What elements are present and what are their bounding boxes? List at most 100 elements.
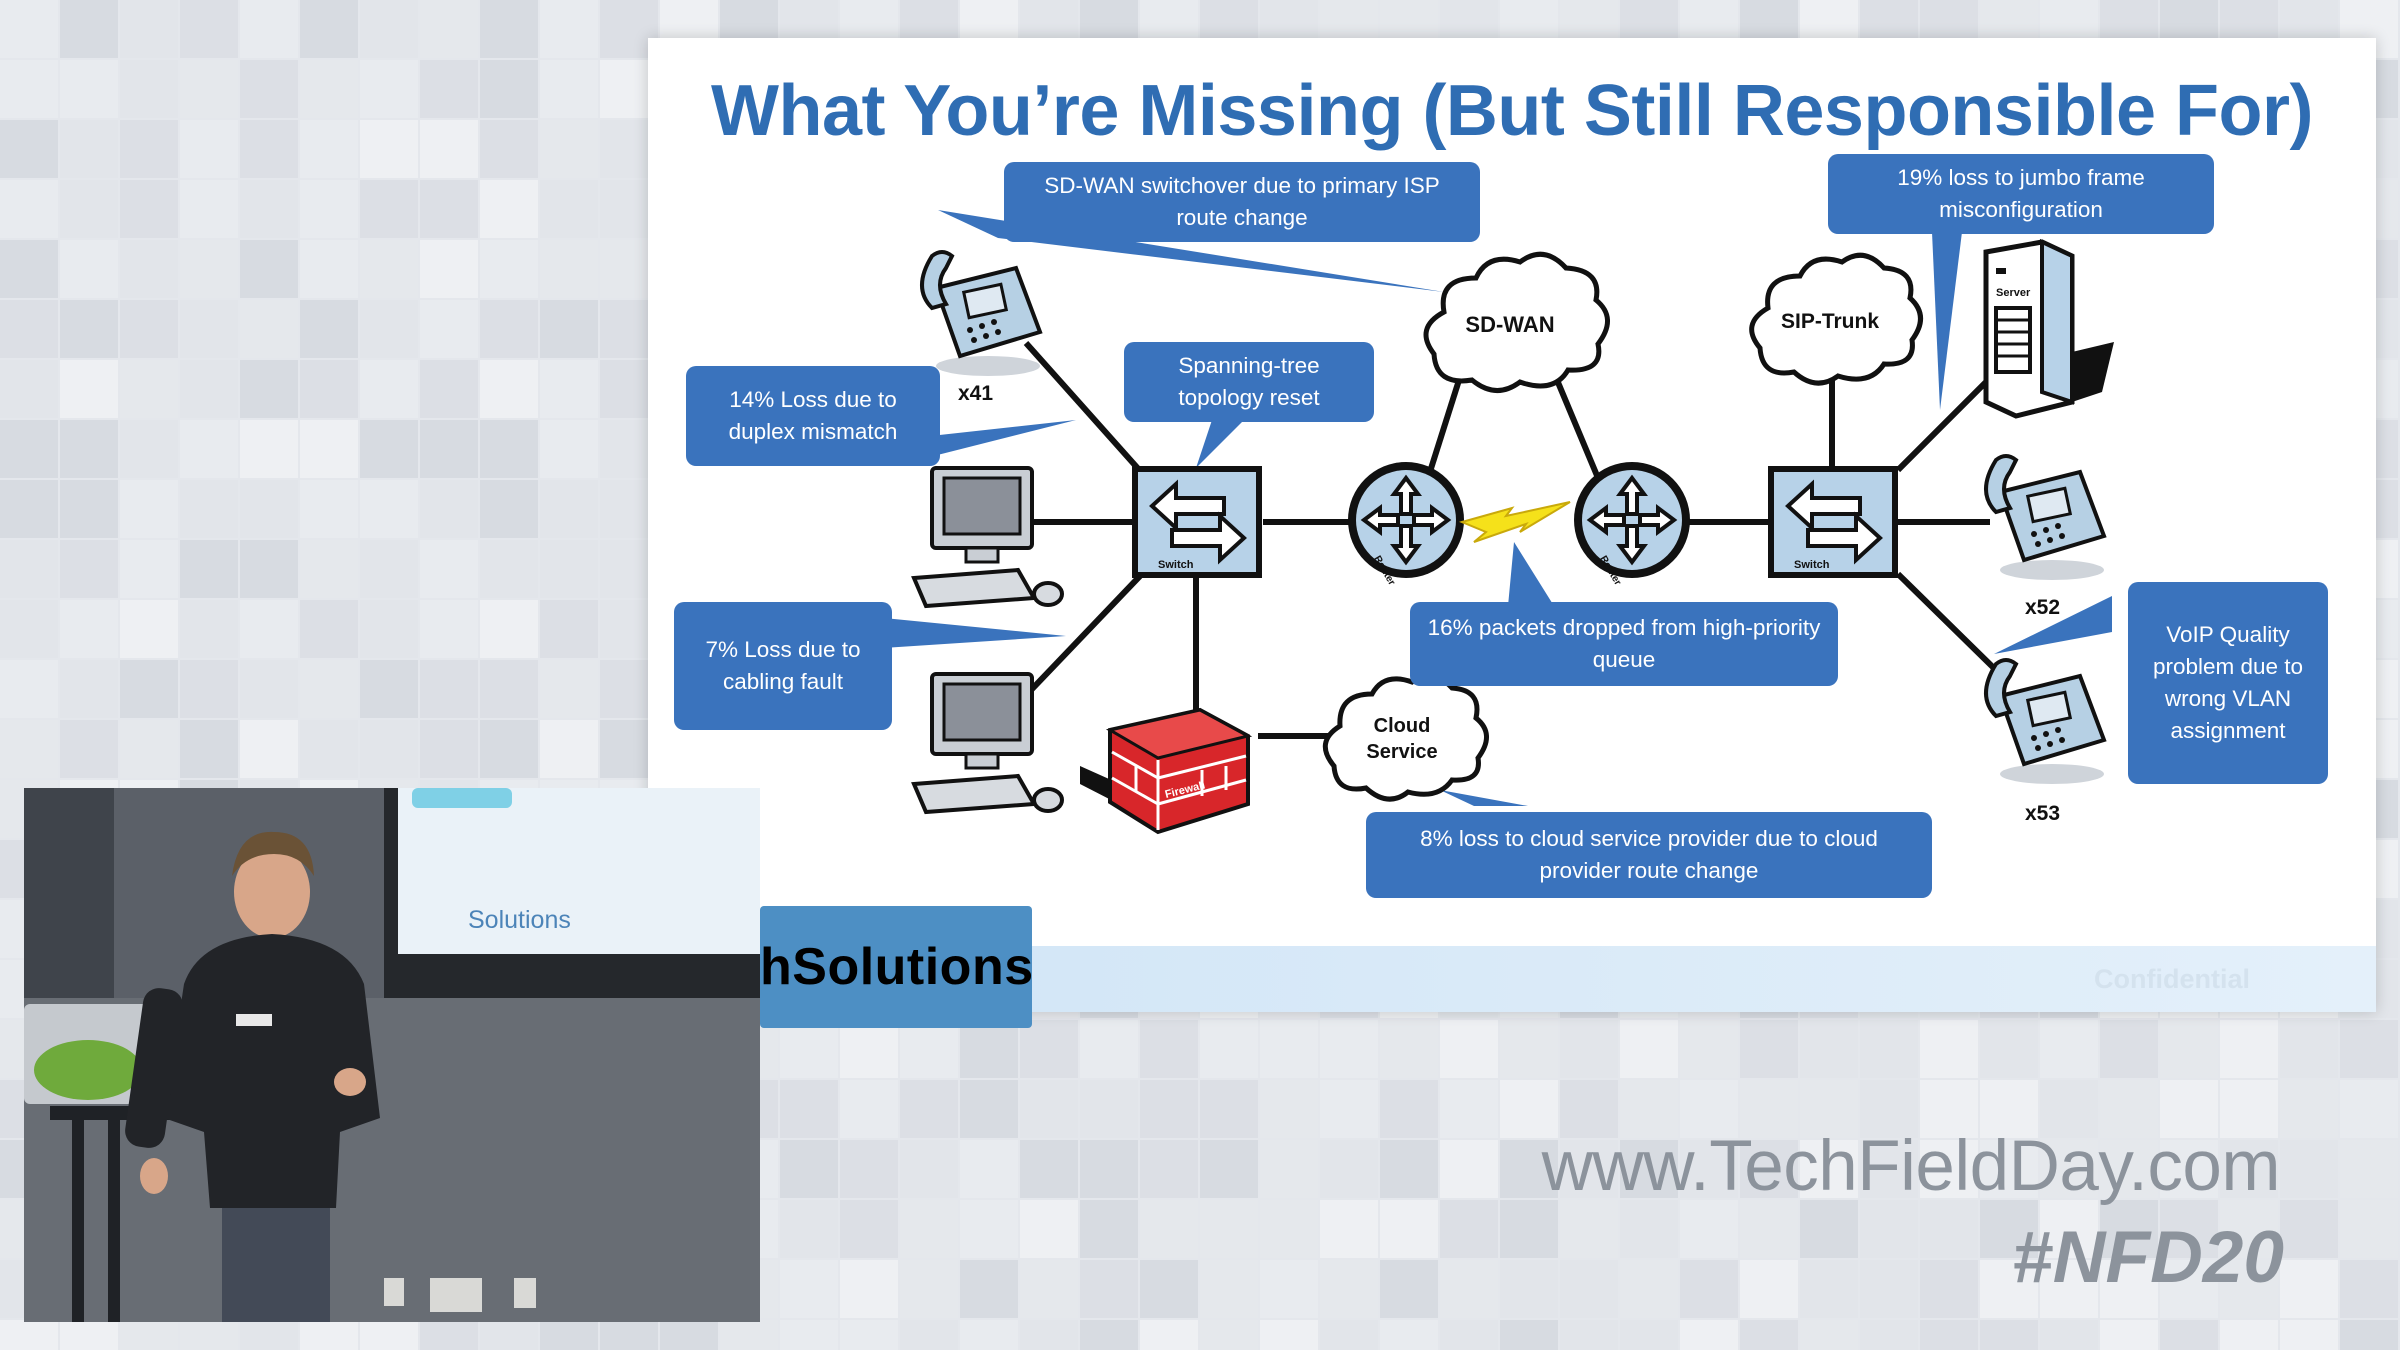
background-tile xyxy=(840,1320,898,1350)
background-tile xyxy=(60,0,118,58)
computer-icon xyxy=(911,672,1064,815)
background-tile xyxy=(960,1140,1018,1198)
background-tile xyxy=(420,120,478,178)
background-tile xyxy=(2340,1140,2398,1198)
switch-label: Switch xyxy=(1158,559,1194,571)
background-tile xyxy=(360,300,418,358)
background-tile xyxy=(360,1320,418,1350)
phone-icon xyxy=(920,250,1043,376)
background-tile xyxy=(300,0,358,58)
background-tile xyxy=(540,540,598,598)
background-tile xyxy=(300,720,358,778)
background-tile xyxy=(1080,1320,1138,1350)
background-tile xyxy=(120,660,178,718)
phone-count-right-top: x52 xyxy=(2025,596,2061,619)
background-tile xyxy=(1020,1260,1078,1318)
background-tile xyxy=(2160,1140,2218,1198)
background-tile xyxy=(360,600,418,658)
background-tile xyxy=(1080,1260,1138,1318)
background-tile xyxy=(1320,1200,1378,1258)
cloud-service-label-line1: Cloud xyxy=(1374,715,1431,737)
background-tile xyxy=(1140,1080,1198,1138)
background-tile xyxy=(300,180,358,238)
background-tile xyxy=(540,240,598,298)
sip-trunk-label: SIP-Trunk xyxy=(1781,310,1879,333)
background-tile xyxy=(2280,1140,2338,1198)
background-tile xyxy=(420,360,478,418)
background-tile xyxy=(0,300,58,358)
background-tile xyxy=(2340,1200,2398,1258)
background-tile xyxy=(960,1260,1018,1318)
background-tile xyxy=(420,180,478,238)
background-tile xyxy=(2280,1260,2338,1318)
background-tile xyxy=(1440,1260,1498,1318)
background-tile xyxy=(240,360,298,418)
background-tile xyxy=(900,1200,958,1258)
callout-voip-vlan: VoIP Quality problem due to wrong VLAN a… xyxy=(2128,582,2328,784)
background-tile xyxy=(120,540,178,598)
background-tile xyxy=(2220,1020,2278,1078)
background-tile xyxy=(120,0,178,58)
lightning-bolt-icon xyxy=(1458,501,1571,543)
company-logo: hSolutions xyxy=(760,906,1033,1028)
background-tile xyxy=(1740,1200,1798,1258)
background-tile xyxy=(180,480,238,538)
phone-count-left: x41 xyxy=(958,382,994,405)
background-tile xyxy=(420,1320,478,1350)
background-tile xyxy=(900,1320,958,1350)
background-tile xyxy=(1860,1020,1918,1078)
background-tile xyxy=(1500,1140,1558,1198)
background-tile xyxy=(1920,1080,1978,1138)
background-tile xyxy=(120,1320,178,1350)
background-tile xyxy=(540,0,598,58)
background-tile xyxy=(1140,1200,1198,1258)
cloud-service-label-line2: Service xyxy=(1366,741,1437,763)
background-tile xyxy=(540,180,598,238)
background-tile xyxy=(1800,1320,1858,1350)
background-tile xyxy=(540,600,598,658)
background-tile xyxy=(240,600,298,658)
background-tile xyxy=(240,60,298,118)
background-tile xyxy=(1740,1140,1798,1198)
background-tile xyxy=(1920,1200,1978,1258)
background-tile xyxy=(300,240,358,298)
background-tile xyxy=(360,180,418,238)
background-tile xyxy=(480,600,538,658)
background-tile xyxy=(360,360,418,418)
background-tile xyxy=(1800,1260,1858,1318)
background-tile xyxy=(2340,1320,2398,1350)
background-tile xyxy=(60,300,118,358)
speaker-video: Solutions xyxy=(24,788,760,1322)
background-tile xyxy=(420,600,478,658)
computer-icon xyxy=(911,466,1064,609)
background-tile xyxy=(300,60,358,118)
background-tile xyxy=(1980,1080,2038,1138)
background-tile xyxy=(120,300,178,358)
background-tile xyxy=(2160,1260,2218,1318)
background-tile xyxy=(1020,1080,1078,1138)
background-tile xyxy=(1320,1140,1378,1198)
cloud-icon: SIP-Trunk xyxy=(1749,252,1923,386)
background-tile xyxy=(780,1080,838,1138)
background-tile xyxy=(1200,1200,1258,1258)
phone-count-right-bottom: x53 xyxy=(2025,802,2061,825)
background-tile xyxy=(900,1080,958,1138)
background-tile xyxy=(2340,1080,2398,1138)
background-tile xyxy=(1080,1200,1138,1258)
background-tile xyxy=(180,600,238,658)
background-tile xyxy=(1440,1020,1498,1078)
background-tile xyxy=(2160,1200,2218,1258)
background-tile xyxy=(1920,1140,1978,1198)
background-tile xyxy=(840,1140,898,1198)
background-tile xyxy=(540,360,598,418)
background-tile xyxy=(0,660,58,718)
background-tile xyxy=(180,300,238,358)
background-tile xyxy=(2220,1080,2278,1138)
background-tile xyxy=(0,1320,58,1350)
background-tile xyxy=(2040,1200,2098,1258)
background-tile xyxy=(1020,1320,1078,1350)
background-tile xyxy=(1560,1140,1618,1198)
callout-duplex-mismatch: 14% Loss due to duplex mismatch xyxy=(686,366,940,466)
background-tile xyxy=(120,480,178,538)
background-tile xyxy=(420,480,478,538)
